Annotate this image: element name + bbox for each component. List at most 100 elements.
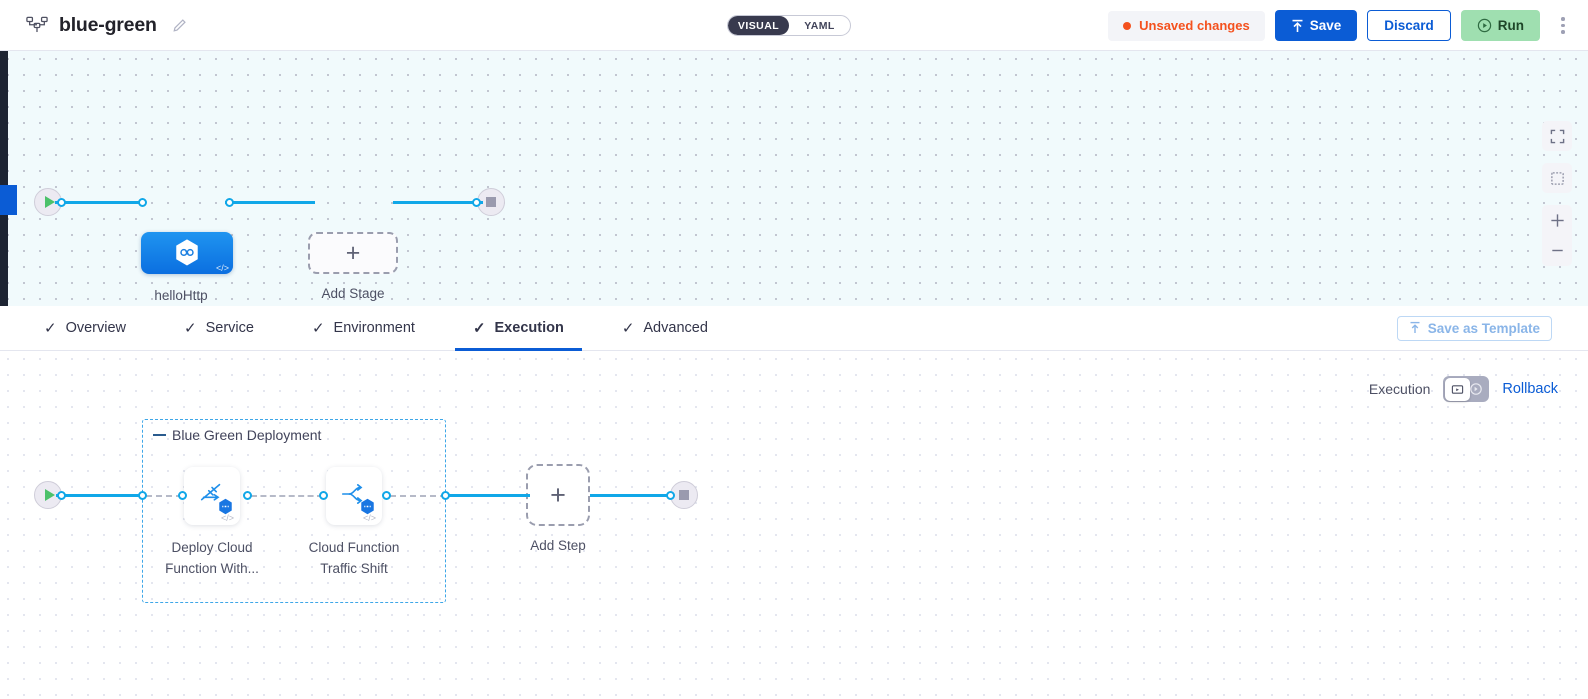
tab-label: Advanced bbox=[643, 320, 708, 336]
run-button[interactable]: Run bbox=[1460, 10, 1540, 41]
code-badge-label: </> bbox=[215, 263, 229, 273]
execution-icon[interactable] bbox=[1444, 377, 1470, 401]
save-as-template-label: Save as Template bbox=[1427, 321, 1540, 336]
edge-start-to-group bbox=[56, 494, 144, 497]
template-upload-icon bbox=[1409, 321, 1421, 337]
check-icon: ✓ bbox=[472, 320, 486, 337]
traffic-shift-icon bbox=[339, 480, 369, 513]
play-icon bbox=[44, 489, 55, 501]
hexagon-link-icon bbox=[173, 238, 201, 268]
page-title: blue-green bbox=[59, 13, 157, 36]
tab-visual[interactable]: VISUAL bbox=[728, 16, 789, 35]
port-stage-out[interactable] bbox=[225, 198, 234, 207]
tab-label: Service bbox=[205, 320, 254, 336]
add-stage-button[interactable]: + bbox=[308, 232, 398, 274]
edge-group-to-addstep bbox=[448, 494, 530, 497]
save-button-label: Save bbox=[1309, 18, 1342, 33]
step-group-blue-green[interactable] bbox=[142, 419, 446, 603]
tab-execution[interactable]: ✓ Execution bbox=[454, 306, 582, 351]
tab-service[interactable]: ✓ Service bbox=[166, 306, 272, 350]
status-badge: Unsaved changes bbox=[1108, 10, 1265, 41]
execution-start-node[interactable] bbox=[34, 481, 62, 509]
tab-yaml[interactable]: YAML bbox=[804, 19, 835, 32]
kebab-menu-icon[interactable] bbox=[1552, 11, 1574, 41]
port-exec-start-out[interactable] bbox=[57, 491, 66, 500]
pencil-icon[interactable] bbox=[172, 18, 187, 33]
port-step2-out[interactable] bbox=[382, 491, 391, 500]
add-stage-label: Add Stage bbox=[321, 286, 385, 301]
stage-node-hellohttp[interactable]: </> bbox=[141, 232, 233, 274]
edge-group-to-step1 bbox=[146, 495, 182, 497]
port-group-in[interactable] bbox=[138, 491, 147, 500]
execution-mode-control: Execution Rollback bbox=[1369, 376, 1558, 402]
discard-button[interactable]: Discard bbox=[1367, 10, 1451, 41]
tab-label: Overview bbox=[65, 320, 127, 336]
tab-overview[interactable]: ✓ Overview bbox=[26, 306, 144, 350]
edge-start-to-stage bbox=[55, 201, 145, 204]
zoom-in-icon[interactable] bbox=[1542, 206, 1572, 236]
status-dot-icon bbox=[1123, 21, 1132, 30]
fit-view-icon bbox=[1542, 163, 1572, 193]
port-exec-stop-in[interactable] bbox=[666, 491, 675, 500]
step-label-traffic-shift: Cloud Function Traffic Shift bbox=[308, 540, 400, 576]
edge-stage-to-add bbox=[225, 201, 315, 204]
save-as-template-button[interactable]: Save as Template bbox=[1396, 316, 1552, 341]
edge-addstep-to-stop bbox=[590, 494, 672, 497]
port-stop-in[interactable] bbox=[472, 198, 481, 207]
step-node-traffic-shift[interactable]: </> bbox=[326, 467, 382, 525]
port-group-out[interactable] bbox=[441, 491, 450, 500]
check-icon: ✓ bbox=[311, 320, 325, 337]
port-start-out[interactable] bbox=[57, 198, 66, 207]
add-step-button[interactable]: + bbox=[526, 464, 590, 526]
fit-view-button[interactable] bbox=[1542, 163, 1572, 193]
edge-add-to-stop bbox=[393, 201, 483, 204]
gcp-badge-icon bbox=[217, 498, 234, 515]
add-step-label: Add Step bbox=[530, 538, 586, 553]
group-title: Blue Green Deployment bbox=[153, 427, 321, 443]
tab-list: ✓ Overview ✓ Service ✓ Environment ✓ Exe… bbox=[0, 306, 748, 351]
execution-rollback-toggle[interactable] bbox=[1443, 376, 1490, 402]
canvas-left-highlight bbox=[0, 185, 17, 215]
step-node-deploy-cloud-function[interactable]: </> bbox=[184, 467, 240, 525]
stop-icon bbox=[679, 490, 689, 500]
collapse-dash-icon[interactable] bbox=[153, 433, 166, 437]
rollback-link[interactable]: Rollback bbox=[1502, 381, 1558, 397]
group-title-label: Blue Green Deployment bbox=[172, 427, 322, 443]
check-icon: ✓ bbox=[184, 320, 197, 337]
gcp-badge-icon bbox=[359, 498, 376, 515]
play-circle-icon bbox=[1477, 18, 1492, 33]
header-actions: Unsaved changes Save Discard bbox=[1108, 0, 1574, 51]
plus-icon: + bbox=[550, 479, 566, 510]
check-icon: ✓ bbox=[44, 320, 57, 337]
canvas-controls bbox=[1542, 121, 1572, 266]
config-tabs: ✓ Overview ✓ Service ✓ Environment ✓ Exe… bbox=[0, 306, 1588, 351]
plus-icon: + bbox=[345, 238, 361, 267]
run-button-label: Run bbox=[1497, 18, 1524, 33]
tab-label: Execution bbox=[494, 320, 564, 336]
upload-arrow-icon bbox=[1291, 19, 1304, 33]
stop-icon bbox=[486, 197, 496, 207]
stage-node-label: helloHttp bbox=[154, 288, 208, 303]
discard-button-label: Discard bbox=[1384, 18, 1434, 33]
edge-step1-to-step2 bbox=[251, 495, 323, 497]
rollback-icon[interactable] bbox=[1469, 382, 1483, 401]
port-step1-in[interactable] bbox=[178, 491, 187, 500]
play-icon bbox=[44, 196, 55, 208]
stage-canvas[interactable]: </> helloHttp + Add Stage bbox=[0, 51, 1588, 306]
zoom-out-icon[interactable] bbox=[1542, 236, 1572, 266]
fullscreen-button[interactable] bbox=[1542, 121, 1572, 151]
edge-step2-to-groupout bbox=[390, 495, 446, 497]
execution-canvas[interactable]: Execution Rollback bbox=[0, 351, 1588, 699]
header-left: blue-green bbox=[0, 14, 187, 37]
tab-environment[interactable]: ✓ Environment bbox=[294, 306, 433, 350]
save-button[interactable]: Save bbox=[1274, 10, 1358, 41]
port-step2-in[interactable] bbox=[319, 491, 328, 500]
pipeline-nodes-icon bbox=[26, 16, 48, 34]
mode-toggle[interactable]: VISUAL YAML bbox=[727, 15, 851, 36]
app-header: blue-green VISUAL YAML Unsaved changes bbox=[0, 0, 1588, 51]
tab-advanced[interactable]: ✓ Advanced bbox=[604, 306, 726, 350]
port-stage-in[interactable] bbox=[138, 198, 147, 207]
deploy-function-icon bbox=[197, 479, 227, 514]
port-step1-out[interactable] bbox=[243, 491, 252, 500]
